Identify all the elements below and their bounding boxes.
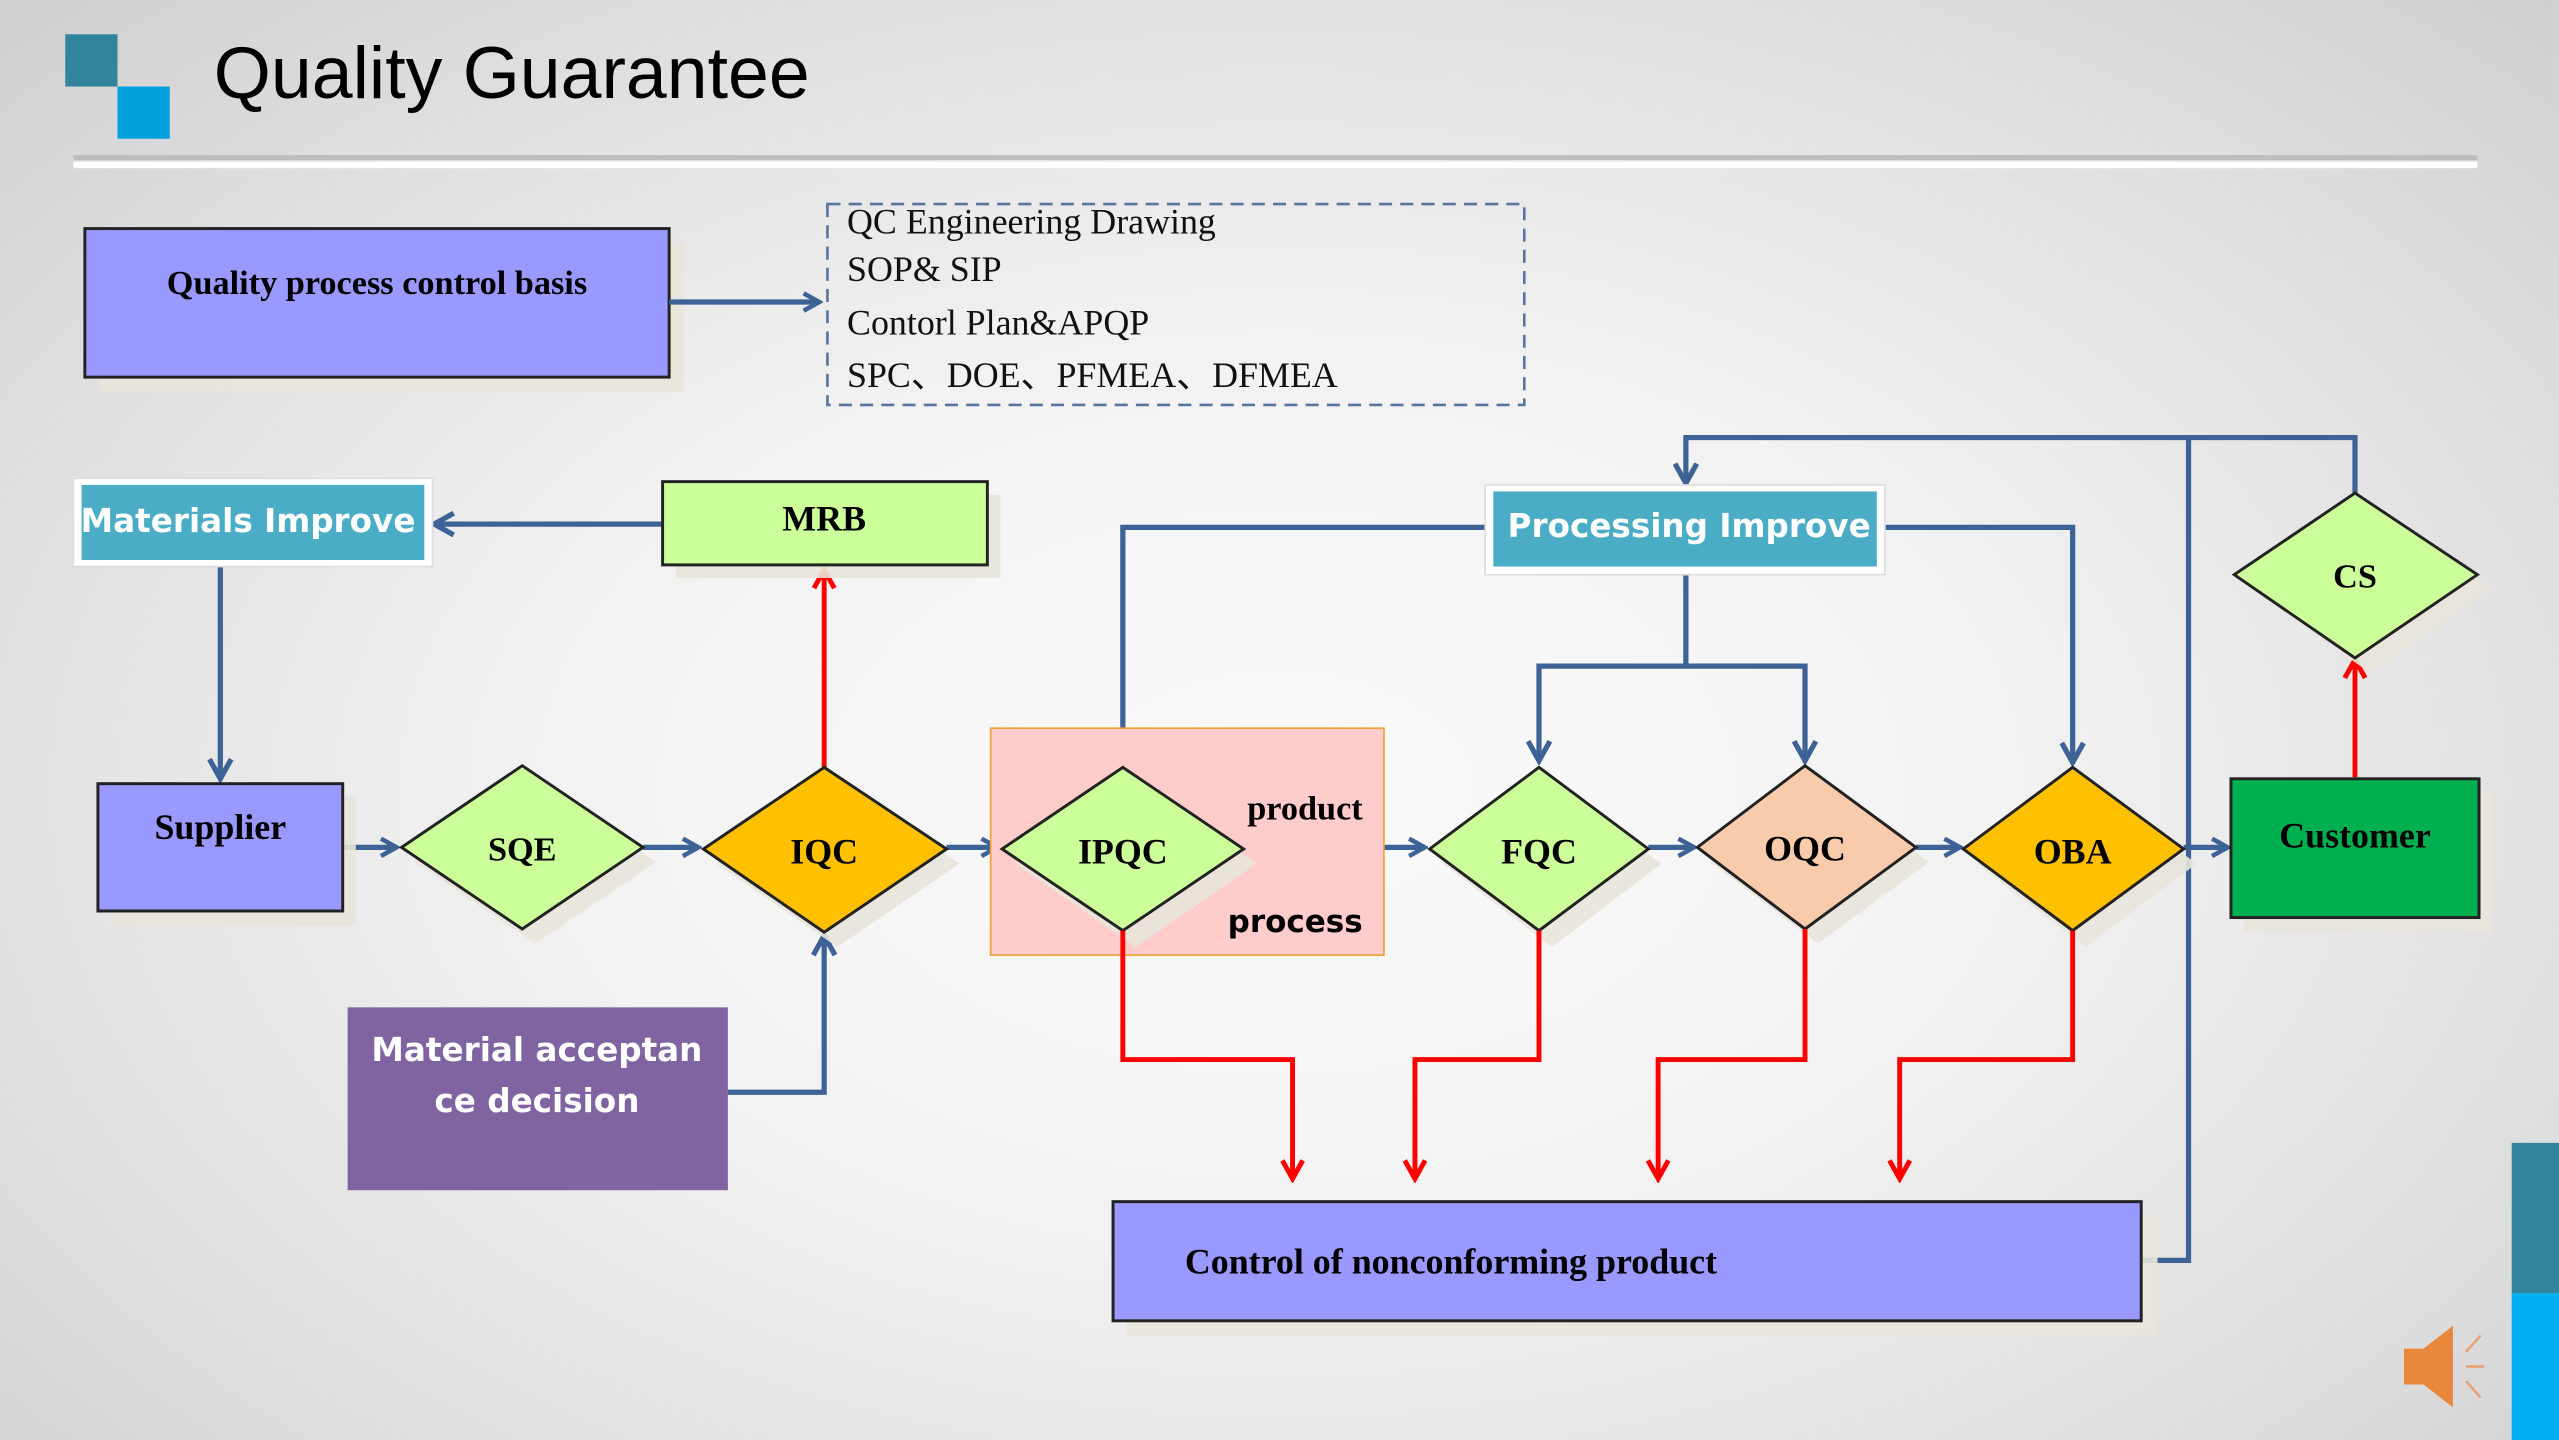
edge-accent-blue xyxy=(2511,1293,2559,1440)
materials-improve-box[interactable] xyxy=(81,484,425,560)
quality-basis-label: Quality process control basis xyxy=(167,264,587,302)
basis-item-3: Contorl Plan&APQP xyxy=(847,303,1149,343)
reject-oqc xyxy=(1658,928,1808,1179)
processing-improve-label: Processing Improve xyxy=(1508,507,1871,545)
header-divider xyxy=(73,161,2478,169)
logo-mark xyxy=(65,34,170,139)
header-divider-shadow xyxy=(73,155,2478,160)
basis-item-1: QC Engineering Drawing xyxy=(847,201,1216,241)
connector-cs-to-processing xyxy=(1686,434,2358,494)
reject-ipqc xyxy=(1120,930,1293,1179)
material-acceptance-label-line1: Material acceptan xyxy=(371,1031,702,1069)
ipqc-product-note: product xyxy=(1247,790,1363,828)
material-acceptance-box[interactable] xyxy=(347,1007,728,1191)
oqc-label: OQC xyxy=(1764,828,1846,868)
materials-improve-label: Materials Improve xyxy=(81,502,416,540)
nonconforming-box[interactable] xyxy=(1111,1200,2143,1323)
sqe-label: SQE xyxy=(488,830,557,868)
connector-processing-to-fqc xyxy=(1539,663,1686,761)
iqc-label: IQC xyxy=(790,832,858,872)
oba-label: OBA xyxy=(2034,832,2112,872)
ipqc-process-note: process xyxy=(1228,904,1363,940)
basis-item-4: SPC、DOE、PFMEA、DFMEA xyxy=(847,355,1338,395)
mrb-box[interactable] xyxy=(661,480,989,567)
quality-basis-box xyxy=(83,227,671,379)
cs-label: CS xyxy=(2333,558,2377,596)
speaker-icon[interactable] xyxy=(2403,1325,2484,1408)
page-title: Quality Guarantee xyxy=(214,32,810,114)
iqc-diamond[interactable] xyxy=(700,765,950,935)
connector-processing-to-oba xyxy=(1884,524,2073,762)
connector-acceptance-to-iqc xyxy=(727,936,824,1095)
supplier-label: Supplier xyxy=(154,807,286,847)
customer-label: Customer xyxy=(2279,815,2431,855)
basis-items-frame xyxy=(826,202,1526,407)
sqe-diamond[interactable] xyxy=(398,763,646,931)
customer-box[interactable] xyxy=(2229,777,2481,920)
supplier-box[interactable] xyxy=(96,782,345,913)
material-acceptance-label-line2: ce decision xyxy=(434,1082,639,1120)
edge-accent-teal xyxy=(2511,1142,2559,1294)
cs-diamond[interactable] xyxy=(2231,491,2481,660)
logo-square-teal xyxy=(65,34,118,87)
nonconforming-label: Control of nonconforming product xyxy=(1185,1241,1717,1281)
reject-fqc xyxy=(1415,930,1542,1179)
connector-processing-to-ipqc xyxy=(1123,524,1489,762)
processing-improve-box[interactable] xyxy=(1493,491,1877,567)
reject-oba xyxy=(1900,930,2076,1179)
ipqc-label: IPQC xyxy=(1078,832,1168,872)
mrb-label: MRB xyxy=(782,499,866,539)
connector-processing-to-oqc xyxy=(1685,663,1805,761)
fqc-label: FQC xyxy=(1501,832,1577,872)
basis-item-2: SOP& SIP xyxy=(847,249,1002,289)
logo-square-blue xyxy=(117,86,170,139)
